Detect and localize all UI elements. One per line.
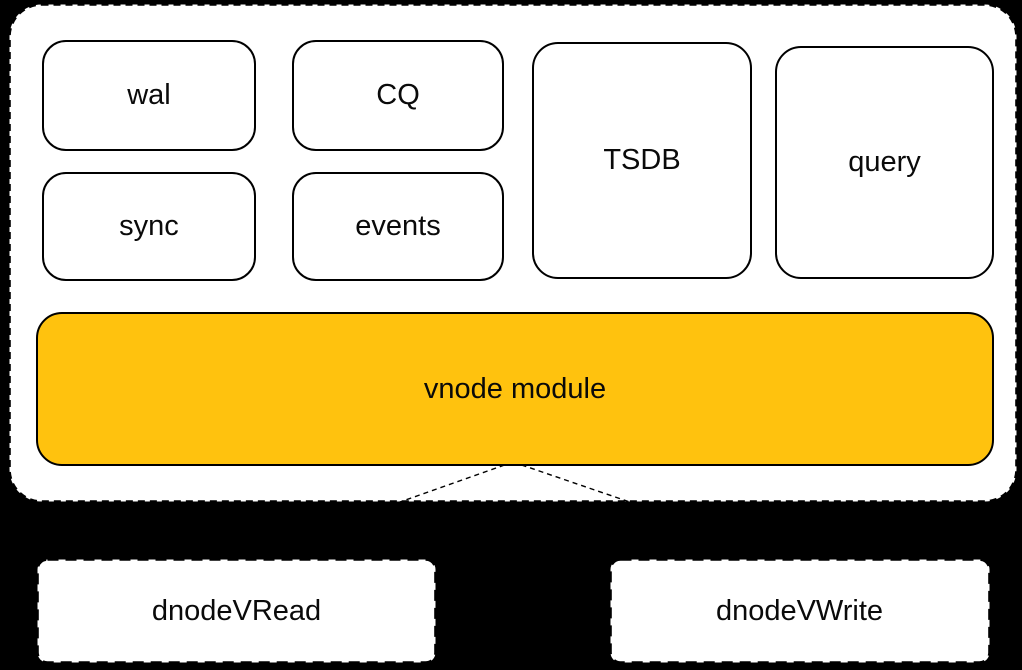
dnode-vread-box xyxy=(36,558,437,664)
dnode-vwrite-text: dnodeVWrite xyxy=(715,594,884,627)
dnode-vread-text: dnodeVRead xyxy=(151,594,322,627)
dnode-vread-label: dnodeVRead xyxy=(36,558,437,664)
vnode-module-label: vnode module xyxy=(423,372,607,405)
connector-vnode-to-dnodevread xyxy=(235,461,514,561)
dnode-vwrite-box xyxy=(609,558,991,664)
module-box-tsdb: TSDB xyxy=(532,42,752,279)
module-label-query: query xyxy=(848,146,921,178)
module-box-events: events xyxy=(292,172,504,281)
dnode-vwrite-label: dnodeVWrite xyxy=(609,558,990,664)
module-label-cq: CQ xyxy=(376,79,420,111)
vnode-module-box: vnode module xyxy=(36,312,994,466)
module-box-wal: wal xyxy=(42,40,256,151)
module-box-sync: sync xyxy=(42,172,256,281)
module-label-tsdb: TSDB xyxy=(603,144,681,176)
module-box-query: query xyxy=(775,46,994,279)
module-label-events: events xyxy=(355,210,441,242)
module-label-sync: sync xyxy=(119,210,179,242)
module-label-wal: wal xyxy=(127,79,171,111)
module-box-cq: CQ xyxy=(292,40,504,151)
